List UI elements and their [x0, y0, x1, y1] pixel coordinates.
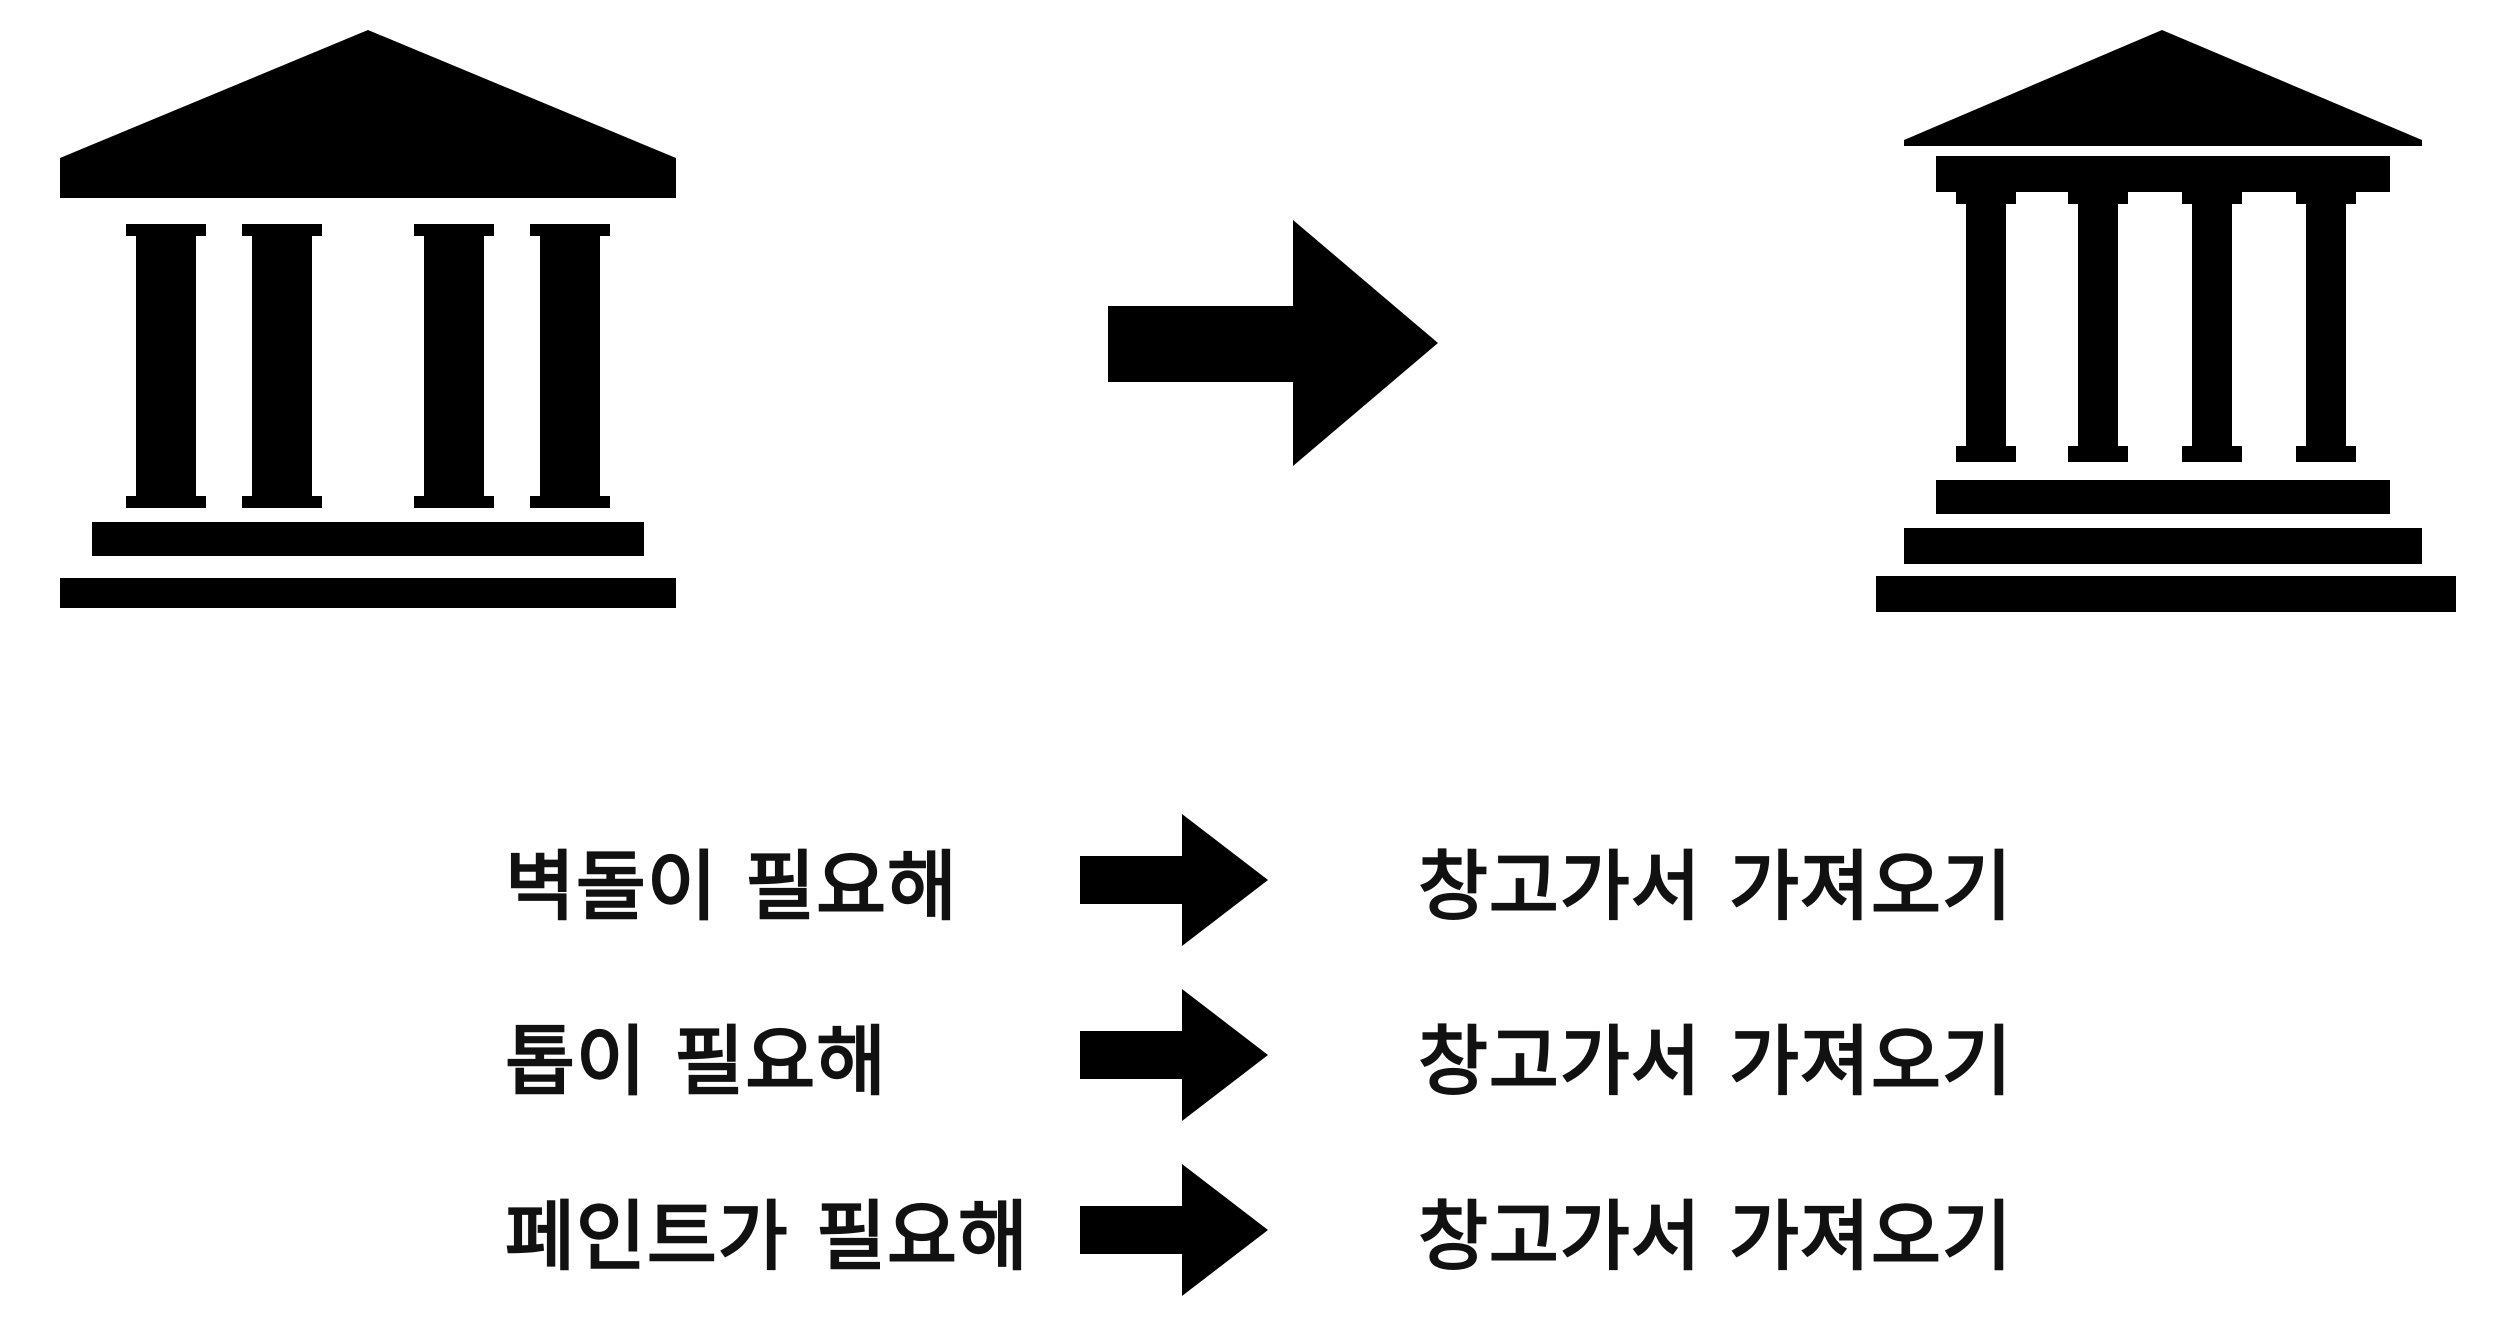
right-arrow-icon — [1080, 989, 1268, 1121]
action-text: 창고가서 가져오기 — [1418, 1017, 2013, 1106]
workflow-row: 페인트가 필요해 창고가서 가져오기 — [0, 1160, 2504, 1300]
right-arrow-icon — [1080, 814, 1268, 946]
workflow-row: 벽돌이 필요해 창고가서 가져오기 — [0, 810, 2504, 950]
need-text: 톱이 필요해 — [505, 1017, 888, 1106]
right-arrow-icon — [1080, 1164, 1268, 1296]
need-text: 페인트가 필요해 — [505, 1192, 1029, 1281]
need-text: 벽돌이 필요해 — [505, 842, 958, 931]
action-text: 창고가서 가져오기 — [1418, 1192, 2013, 1281]
classical-building-icon — [60, 30, 676, 608]
classical-building-detailed-icon — [1876, 30, 2456, 612]
action-text: 창고가서 가져오기 — [1418, 842, 2013, 931]
right-arrow-icon — [1108, 220, 1438, 466]
workflow-row: 톱이 필요해 창고가서 가져오기 — [0, 985, 2504, 1125]
